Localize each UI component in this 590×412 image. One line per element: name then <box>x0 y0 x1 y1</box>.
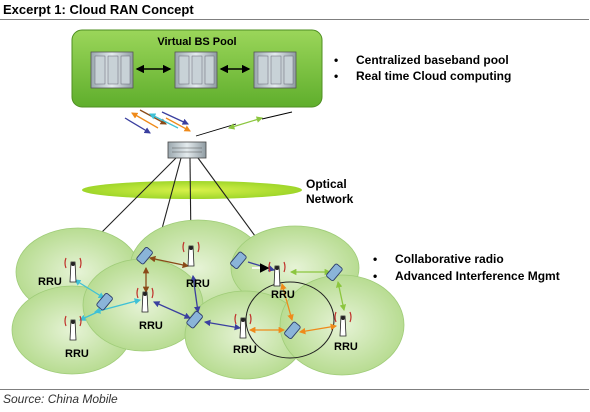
rru-antenna-icon <box>334 311 352 337</box>
mobile-phone-icon <box>96 293 113 311</box>
radio-bullet-1: Collaborative radio <box>395 252 504 266</box>
rru-label: RRU <box>271 289 295 301</box>
rru-antenna-icon <box>64 315 82 341</box>
rru-antenna-icon <box>182 241 200 267</box>
cell-coverage-group <box>11 219 405 380</box>
optical-network-label-line1: Optical <box>306 177 347 191</box>
pool-bullet-1: Centralized baseband pool <box>356 53 509 67</box>
rru-label: RRU <box>139 320 163 332</box>
server-icon <box>90 51 134 89</box>
source-caption: Source: China Mobile <box>3 392 118 406</box>
rru-antenna-icon <box>64 257 82 283</box>
mobile-phone-icon <box>284 321 301 339</box>
rru-label: RRU <box>334 341 358 353</box>
radio-bullet-2: Advanced Interference Mgmt <box>395 269 560 283</box>
rru-label: RRU <box>233 344 257 356</box>
rru-label: RRU <box>65 348 89 360</box>
mobile-phone-icon <box>136 247 153 265</box>
figure-frame <box>0 19 589 390</box>
aggregation-switch-icon <box>167 141 207 159</box>
pool-bullet-2: Real time Cloud computing <box>356 69 511 83</box>
mobile-phone-icon <box>230 251 247 269</box>
pool-traffic-arrows <box>124 109 293 137</box>
radio-link-arrows <box>74 255 347 335</box>
mobile-phone-icon <box>186 311 203 329</box>
radio-bullet-marker: • <box>373 252 377 266</box>
pool-bullet-marker: • <box>334 69 338 83</box>
rru-antenna-icon <box>136 287 154 313</box>
pool-title: Virtual BS Pool <box>157 36 236 48</box>
mobile-phone-icon <box>326 263 343 281</box>
optical-network-label-line2: Network <box>306 192 354 206</box>
rru-label: RRU <box>38 276 62 288</box>
radio-bullet-marker: • <box>373 269 377 283</box>
cluster-boundary <box>245 281 335 359</box>
virtual-bs-pool: Virtual BS Pool <box>71 29 323 108</box>
excerpt-title: Excerpt 1: Cloud RAN Concept <box>3 2 194 17</box>
server-icon <box>253 51 297 89</box>
optical-fiber-ring <box>82 181 302 199</box>
server-icon <box>174 51 218 89</box>
rru-label: RRU <box>186 278 210 290</box>
pool-bullet-marker: • <box>334 53 338 67</box>
rru-antenna-icon <box>268 261 286 287</box>
rru-antenna-icon <box>234 313 252 339</box>
